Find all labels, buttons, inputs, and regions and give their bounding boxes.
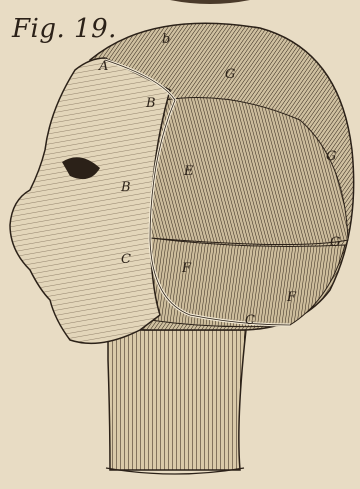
letter-g-right: G [326, 150, 336, 163]
letter-b-middle: B [121, 181, 131, 194]
letter-e: E [184, 165, 194, 178]
letter-b-top: b [162, 33, 170, 46]
letter-a: A [99, 60, 108, 73]
letter-c-left: C [121, 253, 131, 266]
letter-f-right: F [287, 291, 296, 304]
letter-g-top: G [225, 68, 235, 81]
letter-c-bottom: C [245, 314, 255, 327]
letter-b-upper: B [146, 97, 156, 110]
figure-label: Fig. 19. [12, 14, 117, 44]
letter-g-right-lower: G [330, 236, 340, 249]
neck-stand [108, 330, 246, 470]
letter-f-middle: F [182, 262, 191, 275]
